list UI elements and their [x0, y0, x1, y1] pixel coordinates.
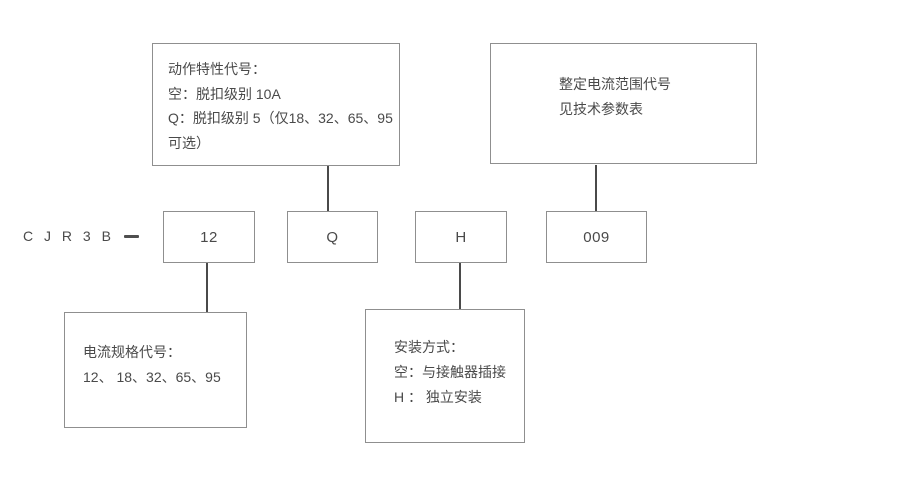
callout-mounting-line: 安装方式： — [394, 339, 464, 355]
callout-setting-range-line: 见技术参数表 — [559, 101, 643, 117]
callout-setting-range: 整定电流范围代号 见技术参数表 — [490, 43, 757, 164]
code-value-trip-class: Q — [326, 228, 339, 246]
callout-trip-class-line: 空：脱扣级别 10A — [168, 85, 281, 102]
callout-mounting-line: H ： 独立安装 — [394, 389, 482, 405]
callout-current-spec-line: 电流规格代号： — [83, 344, 181, 360]
connector-mounting — [459, 263, 461, 309]
code-box-mounting: H — [415, 211, 507, 263]
code-value-setting-range: 009 — [583, 228, 610, 246]
callout-trip-class-line: 可选） — [168, 134, 210, 151]
callout-current-spec-line: 12、 18、32、65、95 — [83, 369, 221, 385]
callout-trip-class-line: 动作特性代号： — [168, 61, 266, 77]
connector-trip-class — [327, 165, 329, 211]
model-prefix-label: C J R 3 B — [23, 228, 115, 244]
code-value-mounting: H — [455, 228, 467, 246]
connector-current-spec — [206, 263, 208, 312]
callout-mounting-line: 空：与接触器插接 — [394, 364, 506, 380]
code-box-trip-class: Q — [287, 211, 378, 263]
callout-trip-class: 动作特性代号： 空：脱扣级别 10A Q：脱扣级别 5（仅18、32、65、95… — [152, 43, 400, 166]
code-box-setting-range: 009 — [546, 211, 647, 263]
code-box-current-spec: 12 — [163, 211, 255, 263]
code-value-current-spec: 12 — [200, 228, 218, 246]
callout-current-spec: 电流规格代号： 12、 18、32、65、95 — [64, 312, 247, 428]
callout-setting-range-line: 整定电流范围代号 — [559, 76, 671, 92]
callout-trip-class-line: Q：脱扣级别 5（仅18、32、65、95 — [168, 110, 393, 126]
separator-dash — [124, 235, 139, 238]
connector-setting-range — [595, 165, 597, 211]
callout-mounting: 安装方式： 空：与接触器插接 H ： 独立安装 — [365, 309, 525, 443]
